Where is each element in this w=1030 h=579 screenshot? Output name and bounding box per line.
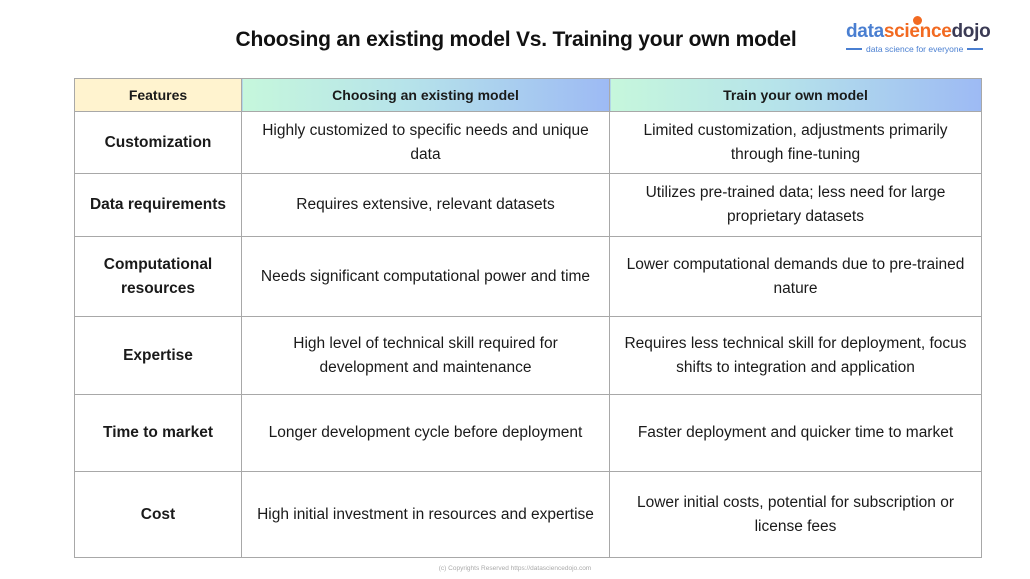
existing-model-cell: Needs significant computational power an… <box>241 236 610 317</box>
feature-cell: Cost <box>74 471 242 558</box>
existing-model-cell: High level of technical skill required f… <box>241 316 610 395</box>
tagline-dash-right <box>967 48 984 50</box>
table-row: Data requirements Requires extensive, re… <box>74 173 982 237</box>
own-model-cell: Utilizes pre-trained data; less need for… <box>609 173 982 237</box>
own-model-cell: Lower computational demands due to pre-t… <box>609 236 982 317</box>
feature-cell: Customization <box>74 111 242 174</box>
table-row: Time to market Longer development cycle … <box>74 394 982 472</box>
page-title: Choosing an existing model Vs. Training … <box>235 28 797 51</box>
table-header-row: Features Choosing an existing model Trai… <box>74 78 982 112</box>
table-row: Computational resources Needs significan… <box>74 236 982 317</box>
table-row: Cost High initial investment in resource… <box>74 471 982 558</box>
logo-dot-icon <box>913 16 922 25</box>
existing-model-cell: High initial investment in resources and… <box>241 471 610 558</box>
logo-text-science: science <box>883 21 952 42</box>
column-header-train-own-model: Train your own model <box>609 78 982 112</box>
own-model-cell: Limited customization, adjustments prima… <box>609 111 982 174</box>
column-header-existing-model: Choosing an existing model <box>241 78 610 112</box>
logo-wordmark: datasciencedojo <box>846 16 1006 42</box>
feature-cell: Computational resources <box>74 236 242 317</box>
copyright-footer: (c) Copyrights Reserved https://datascie… <box>438 565 592 572</box>
table-row: Expertise High level of technical skill … <box>74 316 982 395</box>
comparison-table: Features Choosing an existing model Trai… <box>74 78 982 558</box>
tagline-dash-left <box>846 48 862 50</box>
feature-cell: Data requirements <box>74 173 242 237</box>
own-model-cell: Lower initial costs, potential for subsc… <box>609 471 982 558</box>
tagline-text: data science for everyone <box>866 44 964 54</box>
feature-cell: Time to market <box>74 394 242 472</box>
logo-text-data: data <box>846 21 884 42</box>
table-row: Customization Highly customized to speci… <box>74 111 982 174</box>
existing-model-cell: Longer development cycle before deployme… <box>241 394 610 472</box>
feature-cell: Expertise <box>74 316 242 395</box>
existing-model-cell: Requires extensive, relevant datasets <box>241 173 610 237</box>
own-model-cell: Requires less technical skill for deploy… <box>609 316 982 395</box>
own-model-cell: Faster deployment and quicker time to ma… <box>609 394 982 472</box>
datasciencedojo-logo: datasciencedojo data science for everyon… <box>846 16 1006 62</box>
column-header-features: Features <box>74 78 242 112</box>
existing-model-cell: Highly customized to specific needs and … <box>241 111 610 174</box>
logo-text-dojo: dojo <box>951 21 991 42</box>
logo-tagline: data science for everyone <box>846 44 1006 54</box>
